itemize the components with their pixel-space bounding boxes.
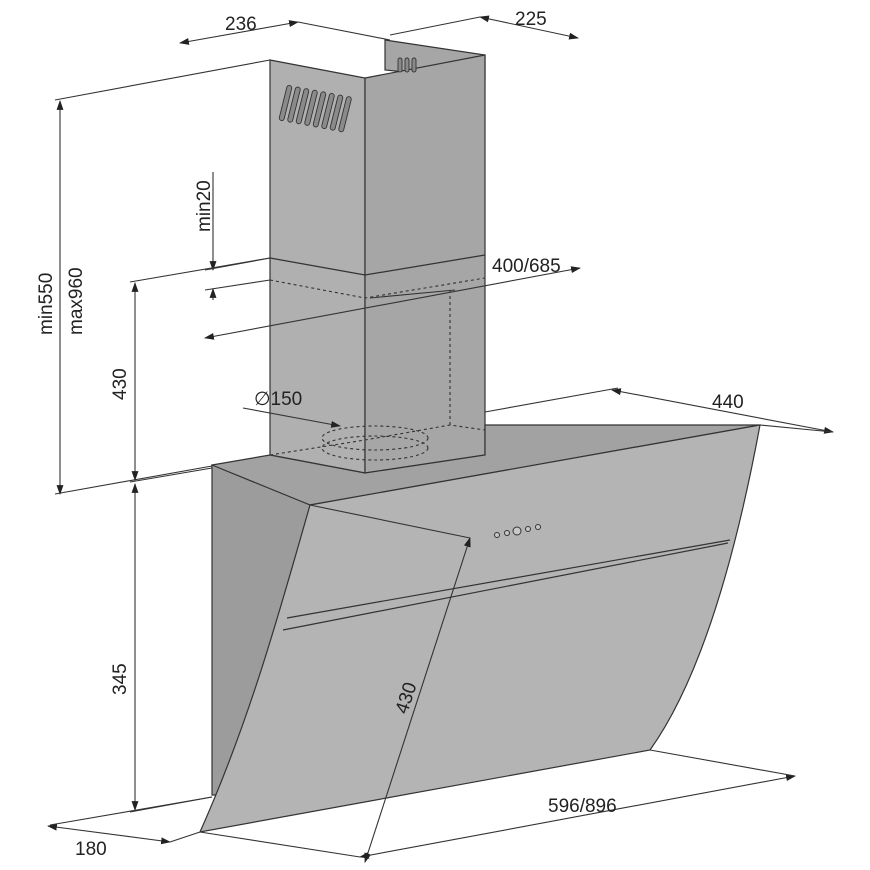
dim-bottom-depth-line xyxy=(47,823,171,845)
dim-range-line xyxy=(204,266,581,340)
dim-hood-depth-label: 440 xyxy=(712,392,744,413)
back-vent-slots-icon xyxy=(397,57,417,73)
vent-slot xyxy=(287,86,301,123)
dim-chimney-width-label: 236 xyxy=(225,14,257,35)
dim-duct-leader xyxy=(242,407,341,428)
vent-slot xyxy=(321,93,335,129)
vent-slot xyxy=(329,94,344,131)
back-vent-slot xyxy=(411,57,417,73)
dim-hood-width-ext-right xyxy=(649,749,796,777)
dim-height-max-label: max960 xyxy=(66,267,87,335)
dim-overlap-label: min20 xyxy=(194,180,215,232)
dim-hood-depth-ext-top xyxy=(484,387,619,413)
duct-opening xyxy=(321,425,429,451)
dim-total-height-top-ext xyxy=(54,59,271,101)
dim-bottom-depth-ext-right xyxy=(169,831,201,843)
control-button[interactable] xyxy=(525,526,531,532)
dim-chimney-depth-line xyxy=(479,15,579,40)
dim-hood-depth-ext-bottom xyxy=(759,424,834,433)
control-button[interactable] xyxy=(512,526,522,536)
dim-upper-height-top-ext xyxy=(129,257,271,283)
control-button[interactable] xyxy=(504,530,510,536)
dim-total-height-bottom-ext xyxy=(54,465,213,495)
dim-upper-height-bottom-ext xyxy=(129,467,213,483)
glass-division-upper xyxy=(282,542,729,631)
dim-chimney-depth-label: 225 xyxy=(515,9,547,30)
vent-slot xyxy=(338,96,352,133)
dim-upper-height-label: 430 xyxy=(110,368,131,400)
control-buttons-icon xyxy=(494,524,541,538)
dim-hood-width-ext-left xyxy=(199,831,361,858)
vent-slot xyxy=(295,88,310,125)
chimney-base-hidden xyxy=(269,424,486,456)
dim-range-ext xyxy=(369,289,456,299)
dim-hood-depth-line xyxy=(611,388,834,434)
dim-hood-width-label: 596/896 xyxy=(548,796,617,817)
duct-opening-lower xyxy=(321,435,429,461)
vent-slot xyxy=(278,85,293,121)
dim-bottom-depth-ext xyxy=(49,796,213,826)
dim-height-min-label: min550 xyxy=(36,273,57,335)
dim-range-label: 400/685 xyxy=(492,256,561,277)
dim-body-height-label: 345 xyxy=(110,663,131,695)
glass-division-lower xyxy=(286,539,731,619)
dim-chimney-depth-ext xyxy=(389,16,481,36)
control-button[interactable] xyxy=(494,532,500,538)
vent-slot xyxy=(312,91,327,128)
dimension-lines: 236 225 min550 max960 min20 400/685 430 … xyxy=(36,9,834,863)
dim-chimney-width-ext xyxy=(297,21,391,41)
back-vent-slot xyxy=(397,57,403,73)
vent-slot xyxy=(304,89,318,126)
control-button[interactable] xyxy=(535,524,541,530)
chimney-right-face xyxy=(364,54,486,474)
dim-chimney-width-line xyxy=(179,20,299,45)
back-vent-slot xyxy=(404,57,410,73)
vent-slots-icon xyxy=(278,85,352,133)
dim-overlap-ext-lower xyxy=(204,279,271,291)
hood-body xyxy=(198,424,761,833)
dim-duct-diameter-label: ∅150 xyxy=(254,389,302,410)
dim-hood-width-line xyxy=(359,774,796,859)
dim-bottom-depth-label: 180 xyxy=(75,839,107,860)
dim-glass-length-ext xyxy=(309,504,471,539)
